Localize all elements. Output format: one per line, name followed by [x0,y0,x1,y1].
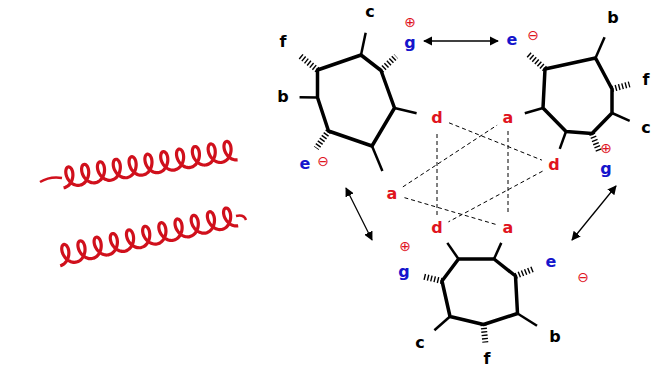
hashed-bond [528,54,545,69]
helix-ribbon [40,141,246,265]
dashed-contact [437,131,438,215]
charge-symbol: ⊕ [600,141,612,155]
bond [434,317,450,331]
heptad-position: g [398,264,409,280]
charge-symbol: ⊖ [317,154,329,168]
helix-tail [40,178,62,183]
wheel-ring [442,259,518,325]
heptad-position: b [607,10,618,26]
heptad-position: c [365,4,374,20]
wheel-ring [543,58,612,134]
hashed-bond [612,84,630,89]
double-arrow [346,188,372,240]
dashed-contact [448,171,542,222]
bond [395,108,417,113]
hashed-bond [300,55,318,70]
bond [612,113,630,121]
hashed-bond [516,269,534,276]
charge-symbol: ⊖ [577,270,589,284]
bond [560,132,566,149]
bond [596,37,605,58]
bond [518,314,538,326]
bond [372,146,382,171]
bond [361,33,366,55]
heptad-position: e [507,32,518,48]
bond [525,108,543,113]
salt-bridge-arrow [346,41,616,240]
heptad-position: d [431,220,442,236]
helix-coil [60,208,238,266]
dashed-contact [508,131,509,215]
helix-coil [64,141,238,187]
hashed-bond [381,56,396,70]
heptad-position: f [484,351,491,367]
bond [447,243,458,259]
heptad-position: a [503,220,514,236]
heptad-position: g [404,35,415,51]
heptad-position: a [387,186,398,202]
hashed-bond [592,134,599,152]
heptad-position: c [415,335,424,351]
helix-tail [236,216,246,221]
heptad-position: e [300,156,311,172]
double-arrow [572,186,616,240]
dashed-contact [404,198,495,225]
charge-symbol: ⊕ [399,239,411,253]
dashed-contact [449,123,542,160]
charge-symbol: ⊖ [527,28,539,42]
helical-wheel [300,33,630,343]
double-arrow [424,40,498,41]
heptad-position: a [503,110,514,126]
heptad-position: b [549,329,560,345]
heptad-position: b [277,89,288,105]
heptad-position: d [431,110,442,126]
dashed-contact [403,125,497,187]
core-contact [403,123,543,224]
bond [300,96,318,99]
heptad-position: g [600,161,611,177]
heptad-position: f [280,34,287,50]
heptad-position: e [546,254,557,270]
bond [494,243,501,259]
charge-symbol: ⊕ [404,15,416,29]
heptad-position: f [643,72,650,88]
hashed-bond [484,325,486,343]
heptad-position: c [641,120,650,136]
hashed-bond [316,131,328,148]
hashed-bond [422,276,442,281]
heptad-position: d [548,157,559,173]
